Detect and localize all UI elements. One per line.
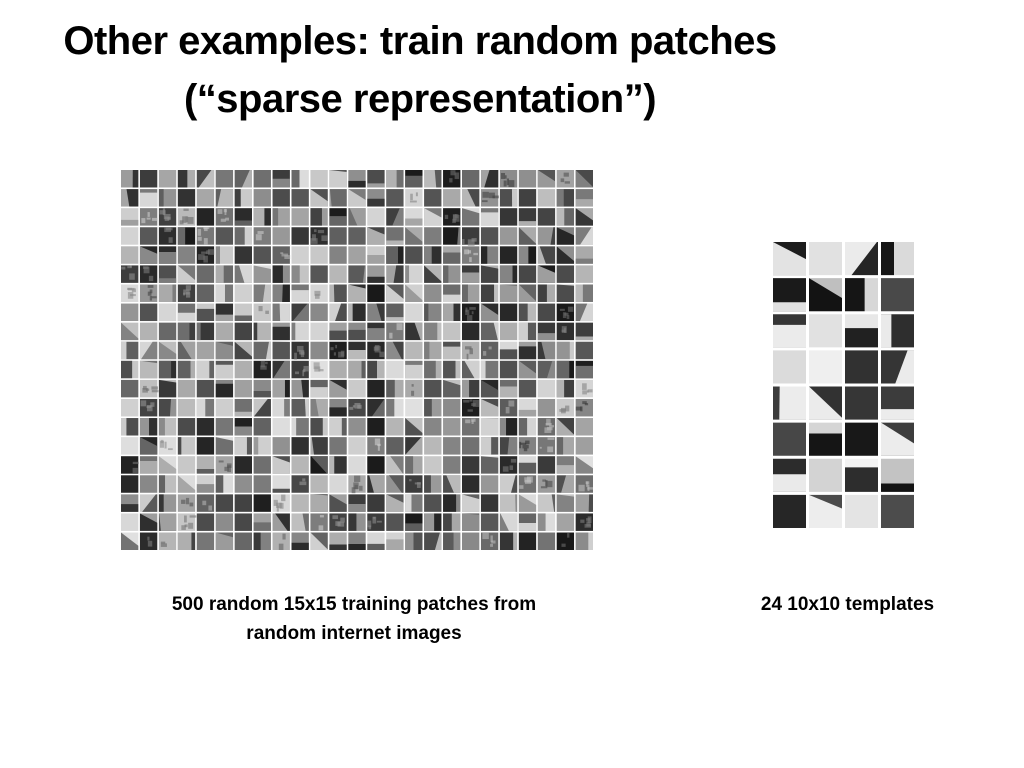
title-line-1: Other examples: train random patches (63, 19, 777, 63)
training-patches-caption: 500 random 15x15 training patches from r… (118, 590, 590, 648)
slide-title: Other examples: train random patches (“s… (0, 12, 840, 128)
title-line-2: (“sparse representation”) (183, 77, 657, 121)
caption-right-line-1: 24 10x10 templates (760, 594, 935, 615)
training-patches-mosaic (121, 170, 593, 550)
templates-image (773, 242, 914, 528)
caption-left-line-2: random internet images (246, 623, 462, 644)
training-patches-image (121, 170, 593, 550)
caption-left-line-1: 500 random 15x15 training patches from (171, 594, 537, 615)
templates-caption: 24 10x10 templates (720, 590, 975, 619)
templates-mosaic (773, 242, 914, 528)
